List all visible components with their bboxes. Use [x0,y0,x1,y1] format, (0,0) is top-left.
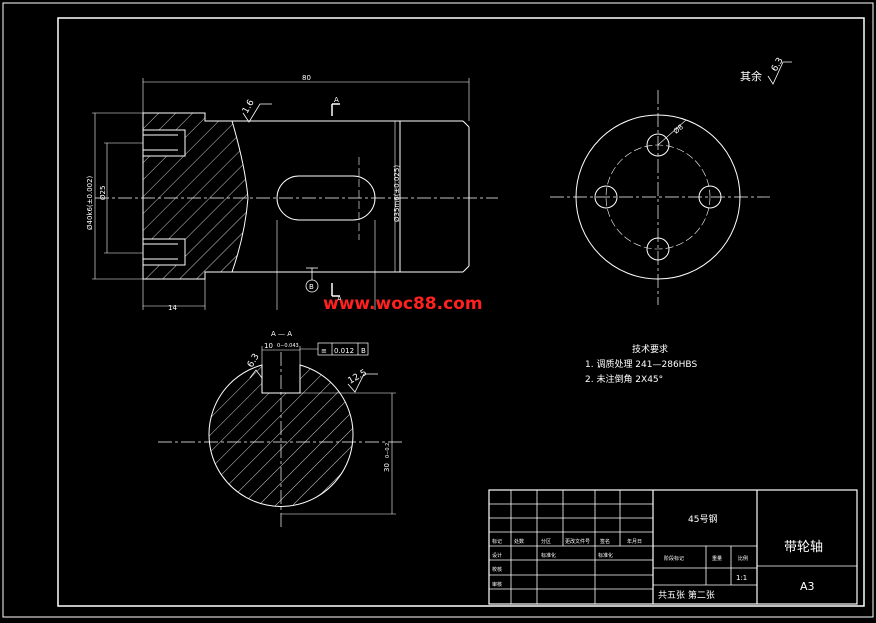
tb-std-1: 标准化 [541,552,556,559]
section-marker-bottom: A [337,295,342,303]
roughness-other-value: 6.3 [770,56,786,73]
tb-row-review: 审核 [492,581,502,588]
tb-header-3: 分区 [541,538,551,545]
section-marker-top: A [334,96,339,104]
keyway-tol: 0−0.043 [277,343,299,349]
tb-stage-1: 阶段标记 [664,555,684,562]
watermark: www.woc88.com [323,294,483,314]
keyway-width: 10 [264,342,273,350]
title-material: 45号钢 [688,513,717,525]
tech-req-item-2: 2. 未注倒角 2X45° [585,373,663,385]
tol-datum: B [361,347,366,355]
dim-dia-right: Ø35m6(±0.025) [393,165,401,222]
end-view [550,90,770,305]
tol-symbol: ≡ [321,347,327,355]
datum-label: B [309,283,314,291]
dim-dia-left: Ø40k6(±0.002) [86,175,94,230]
section-title: A — A [271,330,292,338]
tech-req-title: 技术要求 [632,343,668,355]
inner-border [57,17,865,607]
title-sheets: 共五张 第二张 [658,589,715,601]
tb-std-2: 标准化 [598,552,613,559]
title-block [488,489,858,605]
tol-value: 0.012 [334,347,354,355]
dim-depth-tol: 0−0.2 [385,443,391,458]
roughness-section: 12.5 [347,368,369,387]
hole-dia: Ø8 [672,123,685,136]
dim-right-len: 14 [168,304,177,312]
dim-depth: 30 [383,463,391,472]
title-scale: 1:1 [736,574,747,582]
dim-length: 80 [302,74,311,82]
tb-stage-2: 重量 [712,555,722,562]
title-sheet-size: A3 [800,580,815,593]
tech-req-item-1: 1. 调质处理 241—286HBS [585,358,697,370]
title-part-name: 带轮轴 [784,540,823,555]
roughness-other-label: 其余 [740,69,762,83]
tb-header-1: 标记 [492,538,502,545]
tb-header-6: 年月日 [627,538,642,545]
section-view [158,342,402,530]
tb-stage-3: 比例 [738,555,748,562]
tb-header-5: 签名 [600,538,610,545]
tb-header-4: 更改文件号 [565,538,590,545]
tb-header-2: 处数 [514,538,524,545]
dim-dia-inner: Ø25 [99,186,107,200]
roughness-other-symbol [767,61,792,85]
tb-row-design: 设计 [492,552,502,559]
main-view [92,78,498,310]
tb-row-check: 校核 [492,566,502,573]
